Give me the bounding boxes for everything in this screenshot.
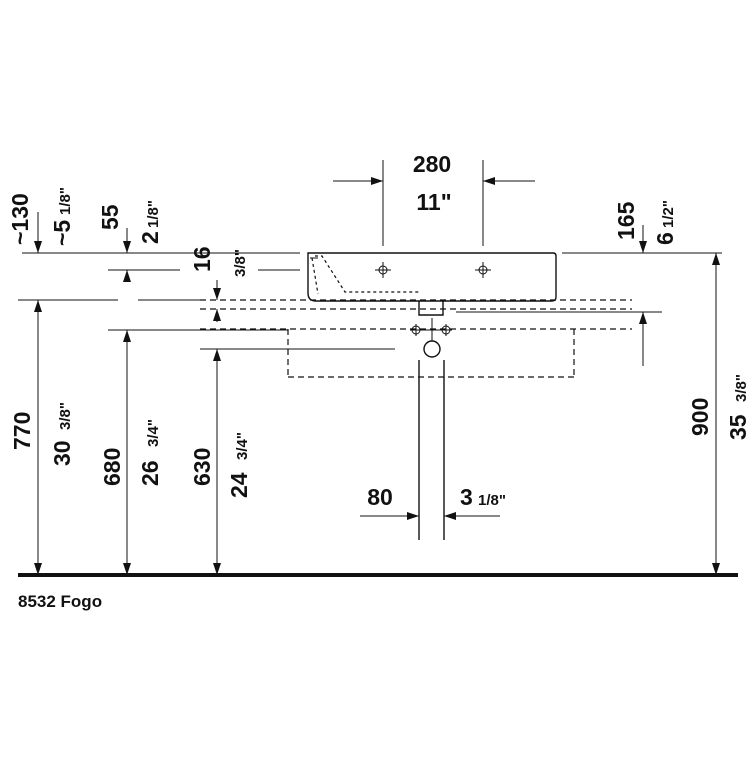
- h770-mm-label: 770: [9, 412, 35, 450]
- right-height-in-whole: 6: [652, 232, 678, 245]
- dim-drain: 80 3 1/8": [360, 484, 506, 520]
- width-mm-label: 280: [413, 151, 451, 177]
- tap-hole-right: [475, 262, 491, 278]
- right-height-mm-label: 165: [613, 201, 639, 240]
- drain-mm-label: 80: [367, 484, 393, 510]
- dim-bowl-offset: 55 2 1/8": [97, 200, 163, 282]
- product-label: 8532 Fogo: [18, 592, 102, 611]
- h630-mm-label: 630: [189, 448, 215, 486]
- h680-in-whole: 26: [137, 460, 163, 486]
- basin-outline: [307, 252, 557, 302]
- dim-630: 630 24 3/4": [189, 349, 252, 575]
- h630-in-frac: 3/4": [234, 432, 251, 460]
- rim-mm-label: 16: [189, 246, 215, 272]
- h900-in-frac: 3/8": [733, 374, 750, 402]
- bowl-offset-mm-label: 55: [97, 204, 123, 230]
- dim-680: 680 26 3/4": [99, 330, 163, 575]
- dim-right-height: 165 6 1/2": [613, 200, 678, 366]
- drain-spigot: [418, 301, 444, 316]
- dim-900: 900 35 3/8": [687, 253, 751, 575]
- h770-in-frac: 3/8": [57, 402, 74, 430]
- dim-rim: 16 3/8": [189, 246, 249, 322]
- bowl-offset-in-frac: 1/8": [145, 200, 162, 228]
- h630-in-whole: 24: [226, 472, 252, 498]
- h680-mm-label: 680: [99, 448, 125, 486]
- right-height-in-frac: 1/2": [660, 200, 677, 228]
- h770-in-whole: 30: [49, 440, 75, 466]
- drain-in-frac: 1/8": [478, 492, 506, 509]
- dim-770: 770 30 3/8": [9, 300, 75, 575]
- left-depth-in-whole: ~5: [49, 220, 75, 246]
- dim-left-depth: ~130 ~5 1/8": [7, 187, 75, 253]
- drain-in-whole: 3: [460, 484, 473, 510]
- tap-hole-left: [375, 262, 391, 278]
- dim-width: 280 11": [333, 151, 535, 246]
- rim-in-frac: 3/8": [232, 249, 249, 277]
- siphon: [410, 318, 452, 540]
- left-depth-mm-label: ~130: [7, 193, 33, 245]
- h900-mm-label: 900: [687, 398, 713, 436]
- h680-in-frac: 3/4": [145, 419, 162, 447]
- left-depth-in-frac: 1/8": [57, 187, 74, 215]
- width-in-label: 11": [416, 189, 451, 215]
- bowl-offset-in-whole: 2: [137, 231, 163, 244]
- h900-in-whole: 35: [725, 414, 751, 440]
